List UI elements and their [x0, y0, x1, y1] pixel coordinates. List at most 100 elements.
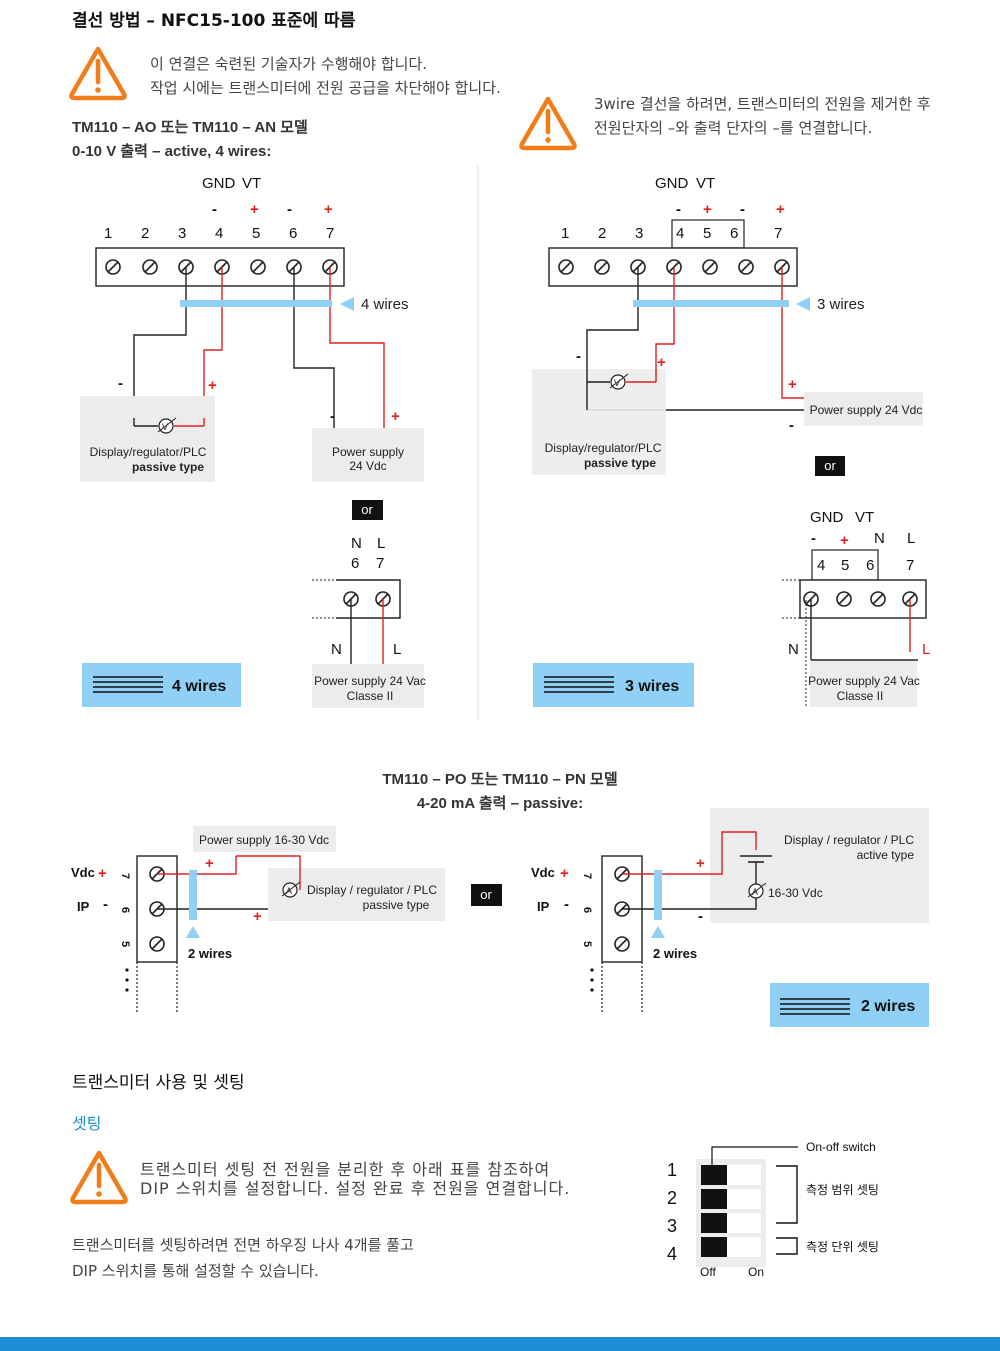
wire-bundle — [180, 300, 332, 307]
svg-text:L: L — [922, 641, 930, 658]
footer-bar — [0, 1337, 1000, 1351]
svg-text:passive type: passive type — [132, 460, 204, 474]
svg-text:N: N — [351, 535, 362, 552]
two-wire-passive-diagram: Vdc + IP - 7 6 5 2 wires Power supply 16… — [71, 826, 502, 1012]
svg-text:+: + — [696, 855, 705, 872]
setting-description-line-2: DIP 스위치를 통해 설정할 수 있습니다. — [72, 1262, 319, 1280]
dip-switch-1 — [701, 1165, 727, 1185]
svg-text:2 wires: 2 wires — [188, 946, 232, 961]
warning-line-2: 작업 시에는 트랜스미터에 전원 공급을 차단해야 합니다. — [150, 79, 501, 97]
svg-text:1: 1 — [561, 225, 569, 242]
terminal-number: 2 — [141, 225, 149, 242]
setting-description-line-1: 트랜스미터를 셋팅하려면 전면 하우징 나사 4개를 풀고 — [72, 1236, 414, 1254]
display-plc-box — [710, 808, 929, 923]
svg-text:+: + — [253, 908, 262, 925]
terminal-number: 6 — [289, 225, 297, 242]
dip-number: 2 — [667, 1188, 677, 1208]
warning-icon-setting — [72, 1153, 125, 1202]
svg-text:On-off switch: On-off switch — [806, 1140, 876, 1154]
svg-text:6: 6 — [866, 557, 874, 574]
svg-text:측정 범위 셋팅: 측정 범위 셋팅 — [806, 1183, 879, 1197]
setting-warning-line-2: DIP 스위치를 설정합니다. 설정 완료 후 전원을 연결합니다. — [140, 1179, 571, 1198]
warning-icon-3wire — [521, 99, 574, 148]
display-plc-box — [268, 868, 445, 921]
svg-text:5: 5 — [703, 225, 711, 242]
svg-text:+: + — [788, 376, 797, 393]
warning-line-1: 이 연결은 숙련된 기술자가 수행해야 합니다. — [150, 55, 428, 73]
svg-text:3: 3 — [635, 225, 643, 242]
four-wire-diagram: GND VT - + - + 1 2 3 4 5 6 7 4 wires - + — [80, 175, 426, 708]
model-ao-label: TM110 – AO 또는 TM110 – AN 모델 0-10 V 출력 – … — [72, 116, 308, 164]
svg-text:-: - — [740, 201, 745, 218]
warning-text: 이 연결은 숙련된 기술자가 수행해야 합니다. 작업 시에는 트랜스미터에 전… — [150, 52, 501, 100]
svg-text:N: N — [788, 641, 799, 658]
svg-text:5: 5 — [581, 941, 593, 947]
svg-text:2 wires: 2 wires — [861, 998, 915, 1015]
svg-text:3 wires: 3 wires — [625, 678, 679, 695]
svg-text:passive type: passive type — [584, 456, 656, 470]
terminal-number: 5 — [252, 225, 260, 242]
svg-text:Off: Off — [700, 1265, 716, 1279]
svg-text:VT: VT — [855, 509, 874, 526]
svg-text:Power supply: Power supply — [332, 445, 404, 459]
svg-text:+: + — [657, 354, 666, 371]
svg-text:L: L — [393, 641, 401, 658]
svg-text:or: or — [824, 458, 836, 473]
svg-text:-: - — [576, 348, 581, 365]
svg-text:-: - — [811, 530, 816, 547]
svg-text:3 wires: 3 wires — [817, 296, 865, 313]
or-badge — [352, 500, 383, 520]
section-subtitle: 셋팅 — [72, 1114, 102, 1133]
svg-text:2: 2 — [598, 225, 606, 242]
svg-text:Display/regulator/PLC: Display/regulator/PLC — [90, 445, 207, 459]
svg-text:6: 6 — [119, 907, 131, 913]
power-supply-ac-box — [810, 661, 917, 707]
svg-text:+: + — [205, 855, 214, 872]
svg-text:측정 단위 셋팅: 측정 단위 셋팅 — [806, 1240, 879, 1254]
dip-switch-4 — [701, 1237, 727, 1257]
power-supply-box — [312, 428, 424, 482]
svg-text:+: + — [208, 377, 217, 394]
svg-text:+: + — [776, 201, 785, 218]
wire-bundle — [654, 870, 662, 920]
svg-text:7: 7 — [119, 873, 131, 879]
svg-text:On: On — [748, 1265, 764, 1279]
display-plc-box — [80, 396, 215, 482]
svg-text:Power supply 24 Vac: Power supply 24 Vac — [314, 674, 426, 688]
svg-text:Classe II: Classe II — [347, 689, 394, 703]
setting-warning-text: 트랜스미터 셋팅 전 전원을 분리한 후 아래 표를 참조하여 DIP 스위치를… — [140, 1160, 570, 1198]
terminal-number: 4 — [215, 225, 223, 242]
svg-text:Display/regulator/PLC: Display/regulator/PLC — [545, 441, 662, 455]
svg-text:A: A — [286, 886, 292, 896]
svg-text:or: or — [480, 887, 492, 902]
svg-text:Classe II: Classe II — [837, 689, 884, 703]
model-po-line-2: 4-20 mA 출력 – passive: — [416, 795, 584, 812]
svg-text:Power supply 24 Vdc: Power supply 24 Vdc — [810, 403, 923, 417]
svg-text:active type: active type — [857, 848, 915, 862]
svg-text:GND: GND — [655, 175, 689, 192]
dip-number: 1 — [667, 1160, 677, 1180]
section-title: 트랜스미터 사용 및 셋팅 — [72, 1073, 245, 1093]
gnd-label: GND — [202, 175, 236, 192]
svg-text:Power supply 24 Vac: Power supply 24 Vac — [808, 674, 920, 688]
four-wires-badge — [82, 663, 241, 707]
plus-sign: + — [250, 201, 259, 218]
dip-switch-diagram: 1 2 3 4 On-off switch 측정 범위 셋팅 측정 단위 셋팅 … — [667, 1140, 879, 1279]
svg-text:+: + — [391, 408, 400, 425]
dip-number: 4 — [667, 1244, 677, 1264]
or-badge — [471, 884, 502, 906]
svg-text:Display / regulator / PLC: Display / regulator / PLC — [784, 833, 914, 847]
svg-text:IP: IP — [77, 899, 90, 914]
svg-text:4: 4 — [676, 225, 684, 242]
page-title: 결선 방법 – NFC15-100 표준에 따름 — [72, 11, 356, 31]
svg-text:5: 5 — [841, 557, 849, 574]
model-ao-line-2: 0-10 V 출력 – active, 4 wires: — [72, 143, 272, 160]
svg-text:VT: VT — [696, 175, 715, 192]
plus-sign: + — [324, 201, 333, 218]
dip-switch-3 — [701, 1213, 727, 1233]
svg-text:+: + — [703, 201, 712, 218]
minus-sign: - — [287, 201, 292, 218]
two-wire-active-diagram: Vdc + IP - 7 6 5 A 16-30 Vdc 2 wires + -… — [531, 808, 929, 1027]
svg-text:Power supply 16-30 Vdc: Power supply 16-30 Vdc — [199, 833, 329, 847]
svg-text:5: 5 — [119, 941, 131, 947]
